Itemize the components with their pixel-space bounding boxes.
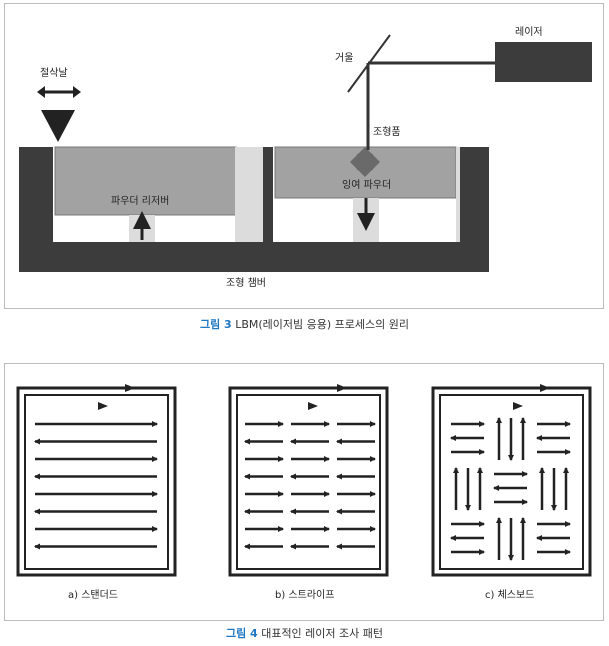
build-chamber-frame bbox=[19, 147, 489, 272]
pattern-label-stripe: b) 스트라이프 bbox=[275, 589, 334, 601]
powder-reservoir-label: 파우더 리저버 bbox=[111, 195, 169, 207]
figure-4-caption-text: 대표적인 레이저 조사 패턴 bbox=[257, 627, 384, 640]
reservoir-gap bbox=[235, 147, 263, 242]
laser-label: 레이저 bbox=[515, 26, 543, 38]
figure-3-caption: 그림 3 LBM(레이저빔 응용) 프로세스의 원리 bbox=[0, 316, 609, 332]
part-shape bbox=[350, 147, 380, 177]
mirror-label: 거울 bbox=[335, 52, 353, 64]
figure-3-caption-text: LBM(레이저빔 응용) 프로세스의 원리 bbox=[231, 318, 410, 331]
blade-icon bbox=[41, 110, 75, 142]
part-label: 조형품 bbox=[373, 126, 401, 138]
standard-frame bbox=[16, 386, 177, 577]
lbm-process-diagram: 레이저 거울 절삭날 조형품 파우더 리저버 잉여 파우더 조형 챔버 bbox=[19, 26, 592, 289]
excess-powder-label: 잉여 파우더 bbox=[342, 179, 391, 191]
pattern-label-standard: a) 스탠더드 bbox=[68, 589, 118, 601]
figure-3-number: 그림 3 bbox=[199, 318, 232, 331]
figure-4-caption: 그림 4 대표적인 레이저 조사 패턴 bbox=[0, 625, 609, 641]
laser-unit bbox=[495, 42, 592, 82]
scan-patterns-diagram: a) 스탠더드 b) 스트라이프 c) 체스보드 bbox=[16, 384, 592, 601]
figure-4-panel: a) 스탠더드 b) 스트라이프 c) 체스보드 bbox=[4, 363, 604, 621]
chessboard-frame bbox=[431, 386, 592, 577]
standard-scan-arrows bbox=[34, 421, 158, 550]
build-chamber-label: 조형 챔버 bbox=[226, 277, 266, 289]
figure-4-number: 그림 4 bbox=[225, 627, 258, 640]
chessboard-scan-arrows bbox=[450, 417, 571, 561]
blade-label: 절삭날 bbox=[40, 66, 68, 79]
build-gap bbox=[456, 147, 460, 242]
figure-3-panel: 레이저 거울 절삭날 조형품 파우더 리저버 잉여 파우더 조형 챔버 bbox=[4, 3, 604, 309]
pattern-label-chessboard: c) 체스보드 bbox=[485, 589, 534, 601]
stripe-scan-arrows bbox=[244, 421, 376, 550]
stripe-frame bbox=[228, 386, 389, 577]
